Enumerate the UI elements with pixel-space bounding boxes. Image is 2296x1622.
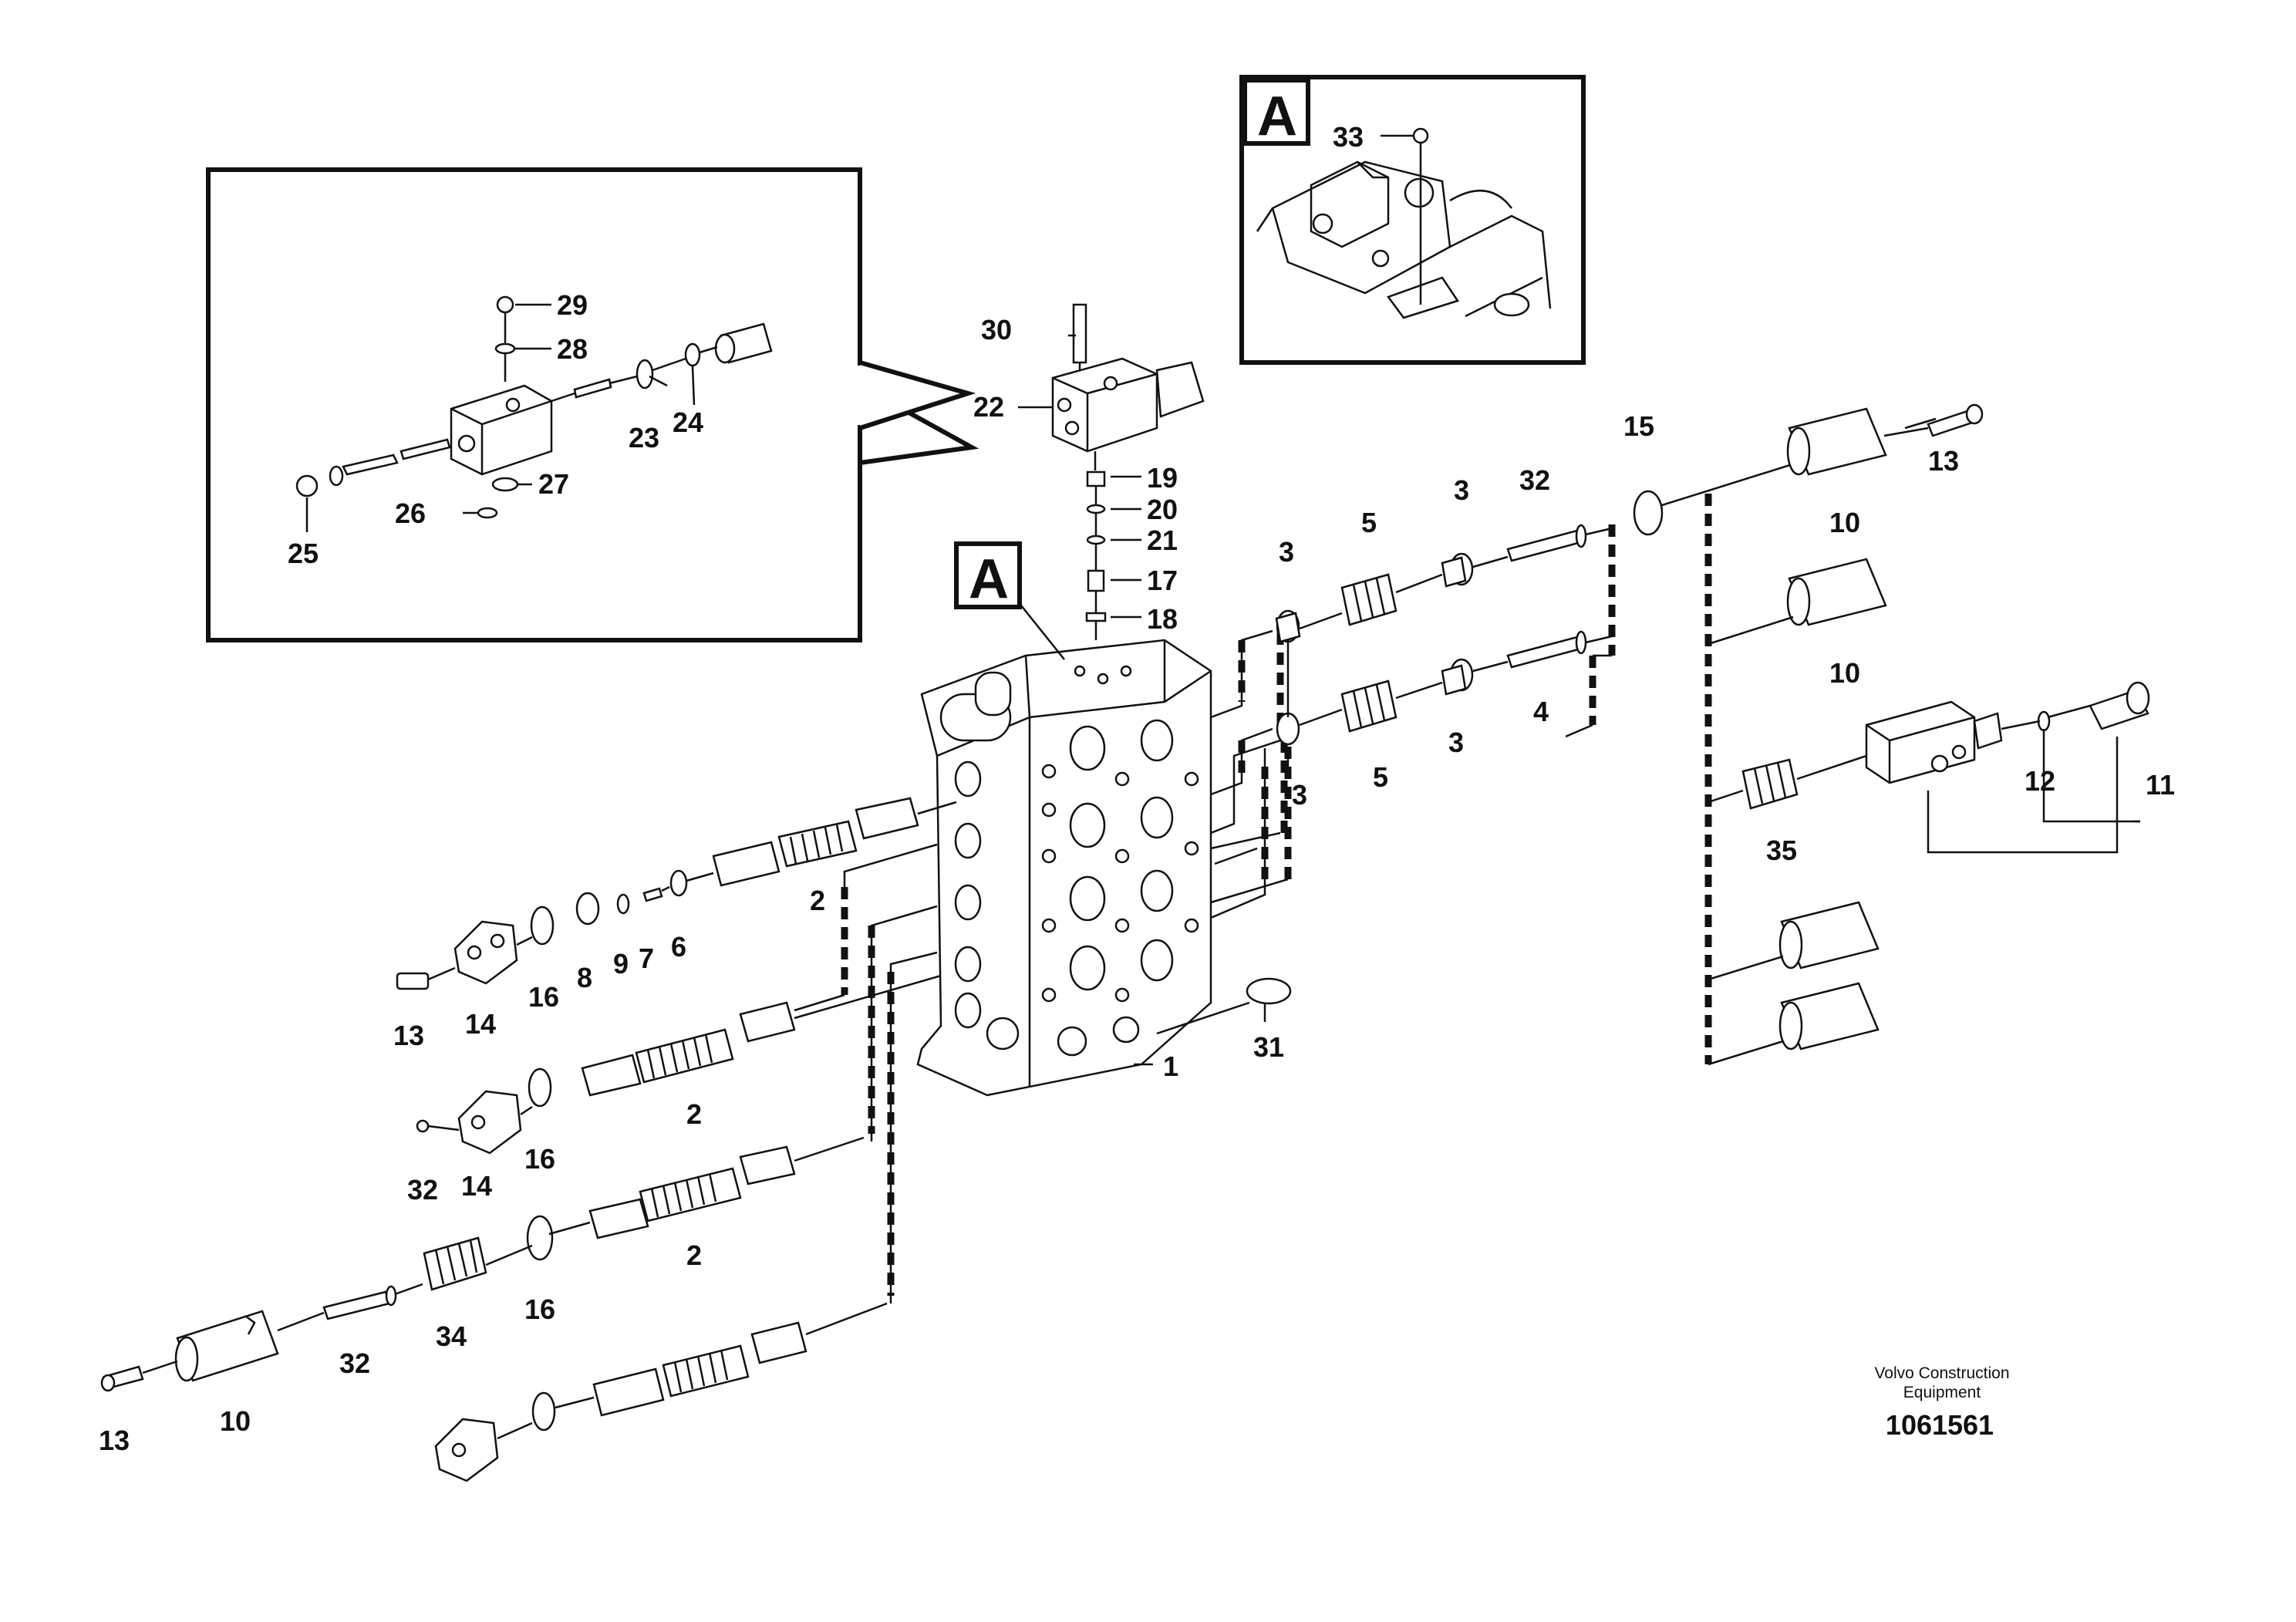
callout-24: 24 bbox=[673, 406, 703, 438]
callout-5: 5 bbox=[1373, 761, 1388, 793]
callout-2: 2 bbox=[686, 1098, 702, 1130]
callout-8: 8 bbox=[577, 962, 592, 993]
callout-12: 12 bbox=[2025, 765, 2055, 797]
callout-5: 5 bbox=[1361, 507, 1377, 538]
detail-box-valve-22 bbox=[206, 167, 979, 642]
callout-13: 13 bbox=[1928, 445, 1959, 477]
document-number: 1061561 bbox=[1886, 1409, 1994, 1441]
block-ports bbox=[954, 665, 1199, 1057]
callout-26: 26 bbox=[395, 497, 426, 529]
callout-10: 10 bbox=[1829, 657, 1860, 689]
callout-32: 32 bbox=[339, 1347, 370, 1379]
callout-16: 16 bbox=[524, 1143, 555, 1175]
callout-17: 17 bbox=[1147, 565, 1178, 596]
right-spool-group bbox=[1210, 403, 2150, 1066]
callout-32: 32 bbox=[407, 1174, 438, 1206]
callout-32: 32 bbox=[1519, 464, 1550, 496]
callout-14: 14 bbox=[465, 1008, 496, 1040]
eye-bolt-31 bbox=[1156, 977, 1292, 1035]
view-ref-letter: A bbox=[969, 548, 1009, 610]
dashed-routing-lines-left bbox=[794, 843, 938, 1303]
view-ref-letter: A bbox=[1257, 86, 1297, 147]
callout-13: 13 bbox=[99, 1425, 130, 1456]
callout-3: 3 bbox=[1454, 474, 1469, 506]
callout-33: 33 bbox=[1333, 121, 1364, 153]
callout-6: 6 bbox=[671, 931, 686, 963]
callout-labels: 1 2 2 2 3 3 3 3 4 5 5 6 7 8 9 10 10 10 1… bbox=[99, 121, 2175, 1456]
callout-21: 21 bbox=[1147, 524, 1178, 556]
callout-27: 27 bbox=[538, 468, 569, 500]
credit-line-2: Equipment bbox=[1903, 1384, 1981, 1401]
left-spool-group bbox=[100, 797, 957, 1482]
main-valve-block bbox=[916, 562, 1212, 1097]
callout-25: 25 bbox=[288, 538, 319, 569]
callout-20: 20 bbox=[1147, 494, 1178, 525]
callout-16: 16 bbox=[528, 981, 559, 1013]
callout-14: 14 bbox=[461, 1170, 492, 1202]
callout-4: 4 bbox=[1533, 696, 1549, 727]
callout-30: 30 bbox=[981, 314, 1012, 346]
callout-29: 29 bbox=[557, 289, 588, 321]
callout-22: 22 bbox=[973, 391, 1004, 423]
callout-13: 13 bbox=[393, 1020, 424, 1051]
callout-23: 23 bbox=[629, 422, 659, 454]
footer-credit: Volvo Construction Equipment 1061561 bbox=[1874, 1364, 2009, 1441]
callout-11: 11 bbox=[2146, 769, 2175, 801]
callout-3: 3 bbox=[1292, 779, 1307, 811]
callout-10: 10 bbox=[1829, 507, 1860, 538]
callout-34: 34 bbox=[436, 1320, 467, 1352]
callout-16: 16 bbox=[524, 1293, 555, 1325]
valve-22-assembly bbox=[1018, 303, 1205, 640]
view-reference-a-main: A bbox=[954, 541, 1022, 610]
callout-19: 19 bbox=[1147, 462, 1178, 494]
credit-line-1: Volvo Construction bbox=[1874, 1364, 2009, 1382]
callout-7: 7 bbox=[639, 943, 654, 974]
callout-9: 9 bbox=[613, 948, 629, 980]
callout-18: 18 bbox=[1147, 603, 1178, 635]
detail-a-box bbox=[1239, 75, 1586, 365]
callout-2: 2 bbox=[810, 885, 825, 916]
callout-15: 15 bbox=[1623, 410, 1654, 442]
callout-3: 3 bbox=[1448, 727, 1464, 758]
callout-10: 10 bbox=[220, 1405, 251, 1437]
callout-31: 31 bbox=[1253, 1031, 1284, 1063]
callout-35: 35 bbox=[1766, 835, 1797, 866]
callout-28: 28 bbox=[557, 333, 588, 365]
view-reference-a-inset: A bbox=[1257, 86, 1297, 147]
callout-1: 1 bbox=[1163, 1050, 1178, 1082]
callout-2: 2 bbox=[686, 1239, 702, 1271]
callout-3: 3 bbox=[1279, 536, 1294, 568]
